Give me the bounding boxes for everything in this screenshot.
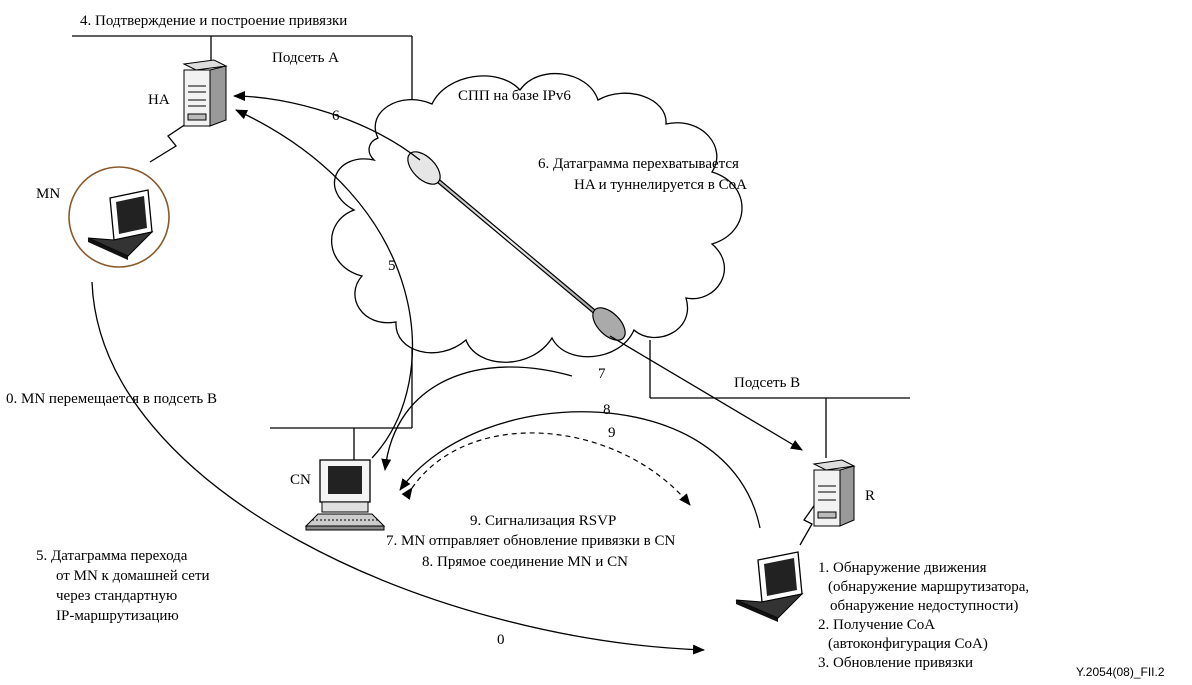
ipv6-network-cloud (332, 74, 742, 363)
label-tunnel-line2: HA и туннелируется в CoA (574, 177, 747, 193)
laptop-icon (736, 552, 802, 622)
label-num-5: 5 (388, 258, 396, 274)
cn-desktop (306, 460, 384, 530)
desktop-computer-icon (306, 460, 384, 530)
arrow-7 (385, 367, 572, 470)
label-step7: 7. MN отправляет обновление привязки в C… (386, 533, 676, 549)
label-step0: 0. MN перемещается в подсеть B (6, 391, 217, 407)
label-step1-l2: (обнаружение маршрутизатора, (828, 579, 1029, 595)
label-subnet-a: Подсеть A (272, 50, 339, 66)
label-cn: CN (290, 472, 311, 488)
r-router (814, 460, 854, 526)
arrow-tunnel-to-r (610, 336, 802, 450)
mn-new-location (736, 552, 802, 622)
label-step2-l2: (автоконфигурация CoA) (828, 636, 988, 652)
server-icon (184, 60, 226, 126)
label-step9: 9. Сигнализация RSVP (470, 513, 616, 529)
label-subnet-b: Подсеть B (734, 375, 800, 391)
arrow-8 (400, 412, 760, 528)
label-step2-l1: 2. Получение CoA (818, 617, 935, 633)
label-step5-l2: от MN к домашней сети (56, 568, 210, 584)
label-step5-l3: через стандартную (56, 588, 177, 604)
subnet-b-network (650, 340, 910, 458)
label-num-9: 9 (608, 425, 616, 441)
label-tunnel-line1: 6. Датаграмма перехватывается (538, 156, 739, 172)
label-step5-l4: IP-маршрутизацию (56, 608, 179, 624)
figure-id: Y.2054(08)_FII.2 (1076, 665, 1165, 679)
label-mn: MN (36, 186, 60, 202)
label-step1-l1: 1. Обнаружение движения (818, 560, 987, 576)
label-num-6: 6 (332, 108, 340, 124)
label-step4: 4. Подтверждение и построение привязки (80, 13, 347, 29)
label-num-8: 8 (603, 402, 611, 418)
router-icon (814, 460, 854, 526)
label-num-7: 7 (598, 366, 606, 382)
label-cloud: СПП на базе IPv6 (458, 88, 571, 104)
ha-server (184, 60, 226, 126)
label-step8: 8. Прямое соединение MN и CN (422, 554, 628, 570)
mn-node (69, 167, 169, 267)
label-r: R (865, 488, 875, 504)
label-step3: 3. Обновление привязки (818, 655, 973, 671)
label-step1-l3: обнаружение недоступности) (830, 598, 1018, 614)
cloud-icon (332, 74, 742, 363)
label-num-0: 0 (497, 632, 505, 648)
label-ha: HA (148, 92, 170, 108)
label-step5-l1: 5. Датаграмма перехода (36, 548, 188, 564)
